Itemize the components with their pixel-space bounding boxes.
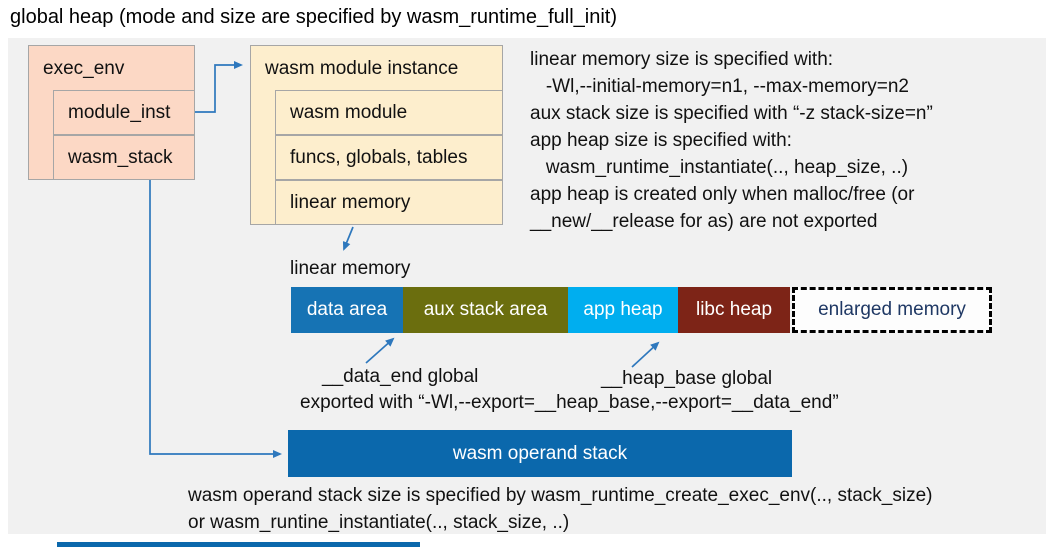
segment-aux-stack-area: aux stack area — [403, 287, 568, 333]
notes-block: linear memory size is specified with: -W… — [530, 46, 933, 235]
field-linear-memory: linear memory — [275, 180, 503, 225]
data-end-global-label: __data_end global — [322, 366, 479, 387]
note-line: -Wl,--initial-memory=n1, --max-memory=n2 — [530, 76, 909, 97]
note-line: app heap size is specified with: — [530, 130, 792, 151]
segment-app-heap: app heap — [568, 287, 678, 333]
diagram-title: global heap (mode and size are specified… — [10, 6, 617, 28]
field-wasm-module: wasm module — [275, 90, 503, 135]
segment-libc-heap: libc heap — [678, 287, 790, 333]
segment-data-area: data area — [291, 287, 403, 333]
note-line: aux stack size is specified with “-z sta… — [530, 103, 933, 124]
operand-stack-bar: wasm operand stack — [288, 430, 792, 477]
bottom-note-line: or wasm_runtine_instantiate(.., stack_si… — [188, 512, 570, 533]
module-instance-header: wasm module instance — [265, 57, 459, 79]
note-line: app heap is created only when malloc/fre… — [530, 184, 915, 205]
bottom-edge-strip — [57, 542, 420, 547]
bottom-notes-block: wasm operand stack size is specified by … — [188, 482, 933, 536]
exec-env-header: exec_env — [43, 57, 125, 79]
note-line: linear memory size is specified with: — [530, 49, 834, 70]
bottom-note-line: wasm operand stack size is specified by … — [188, 485, 933, 506]
note-line: wasm_runtime_instantiate(.., heap_size, … — [530, 157, 909, 178]
exported-with-note: exported with “-Wl,--export=__heap_base,… — [300, 392, 839, 413]
linear-memory-label: linear memory — [290, 258, 411, 279]
enlarged-memory-box: enlarged memory — [792, 287, 992, 333]
field-funcs-globals-tables: funcs, globals, tables — [275, 135, 503, 180]
field-module-inst: module_inst — [53, 90, 195, 135]
field-wasm-stack: wasm_stack — [53, 135, 195, 180]
note-line: __new/__release for as) are not exported — [530, 211, 878, 232]
heap-base-global-label: __heap_base global — [601, 368, 773, 389]
